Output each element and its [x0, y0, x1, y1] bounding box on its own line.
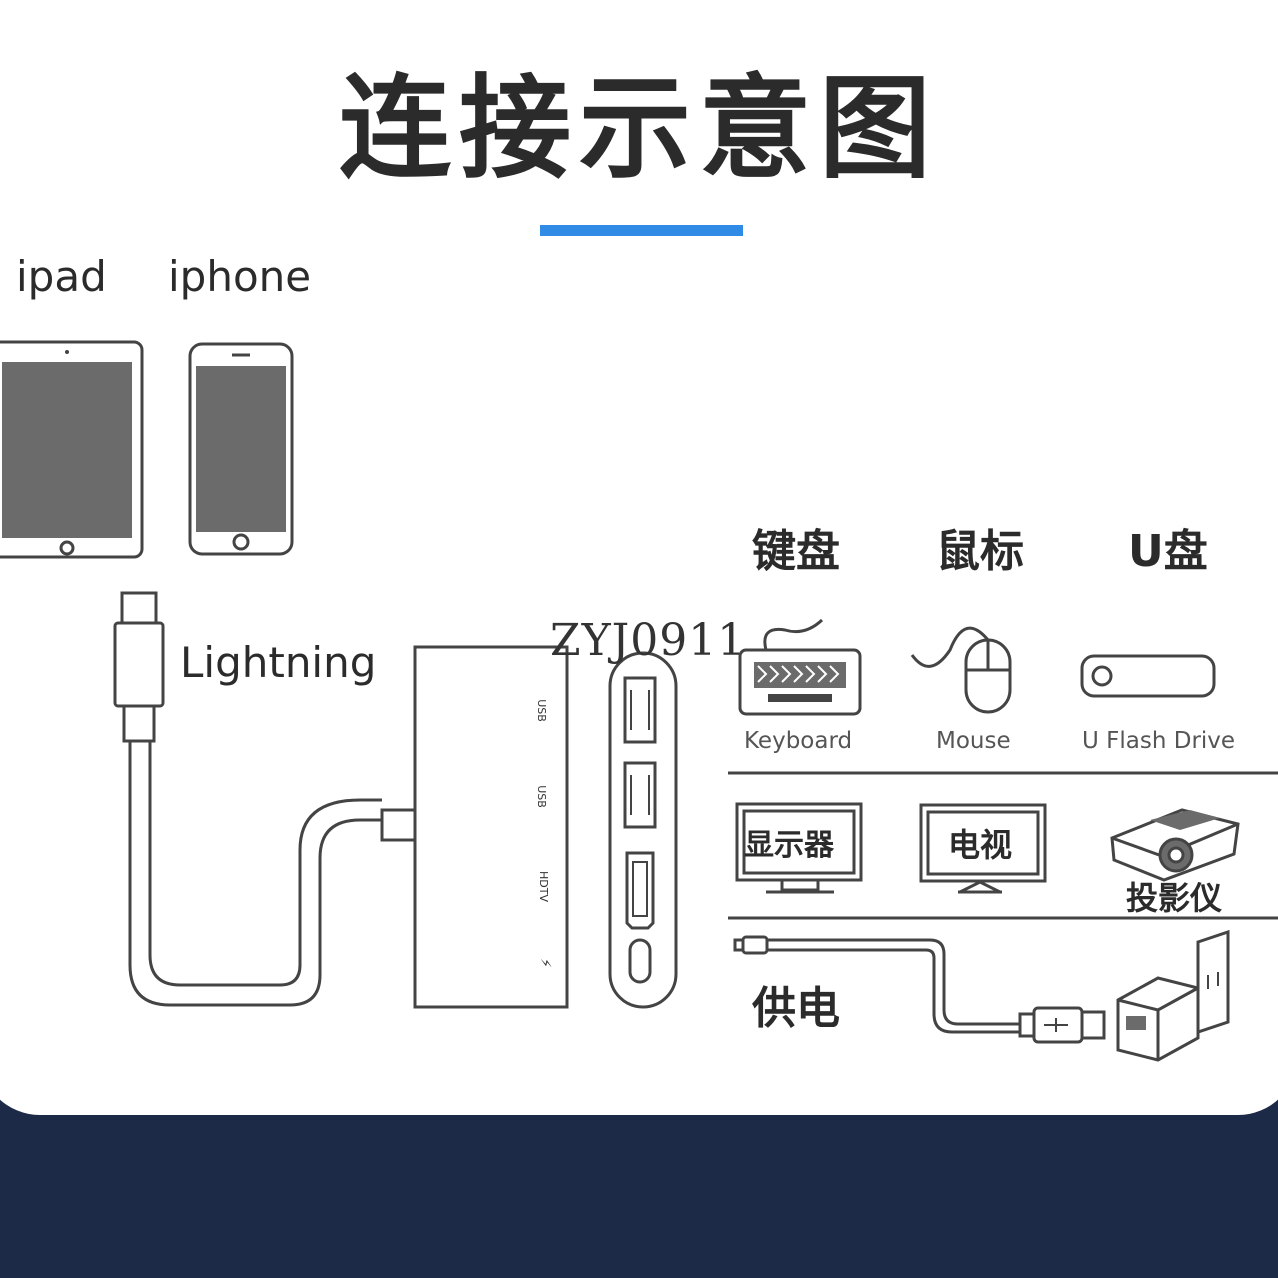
adapter-port-label-lightning: ⚡ [536, 958, 553, 968]
mouse-cn-label: 鼠标 [936, 526, 1024, 577]
keyboard-en-label: Keyboard [744, 728, 853, 754]
u-flash-drive-icon [1080, 654, 1216, 698]
iphone-label: iphone [168, 252, 312, 301]
tv-icon [919, 803, 1047, 894]
udisk-en-label: U Flash Drive [1082, 728, 1236, 754]
tv-label: 电视 [948, 826, 1013, 864]
adapter-port-label-usb-1: USB [534, 699, 548, 722]
watermark-text: ZYJ0911 [550, 615, 747, 666]
mouse-en-label: Mouse [936, 728, 1011, 754]
adapter-port-label-hdtv: HDTV [537, 871, 550, 902]
monitor-icon [735, 802, 863, 894]
adapter-port-label-usb-2: USB [534, 785, 548, 808]
iphone-icon [188, 342, 294, 556]
keyboard-icon [738, 618, 862, 716]
ipad-icon [0, 340, 144, 559]
title-underline [540, 225, 743, 236]
power-label: 供电 [752, 983, 840, 1034]
mouse-icon [910, 626, 1012, 714]
wall-charger-icon [1116, 929, 1230, 1062]
projector-label: 投影仪 [1126, 879, 1223, 917]
adapter-port-face [608, 651, 678, 1009]
lightning-cable [113, 591, 417, 1007]
monitor-label: 显示器 [744, 828, 834, 863]
page-title: 连接示意图 [339, 64, 939, 194]
udisk-cn-label: U盘 [1128, 526, 1208, 577]
projector-icon [1110, 808, 1240, 882]
adapter-body [413, 645, 569, 1009]
power-cable [733, 935, 1106, 1044]
lightning-label: Lightning [180, 638, 377, 687]
keyboard-cn-label: 键盘 [752, 526, 840, 577]
ipad-label: ipad [16, 252, 107, 301]
